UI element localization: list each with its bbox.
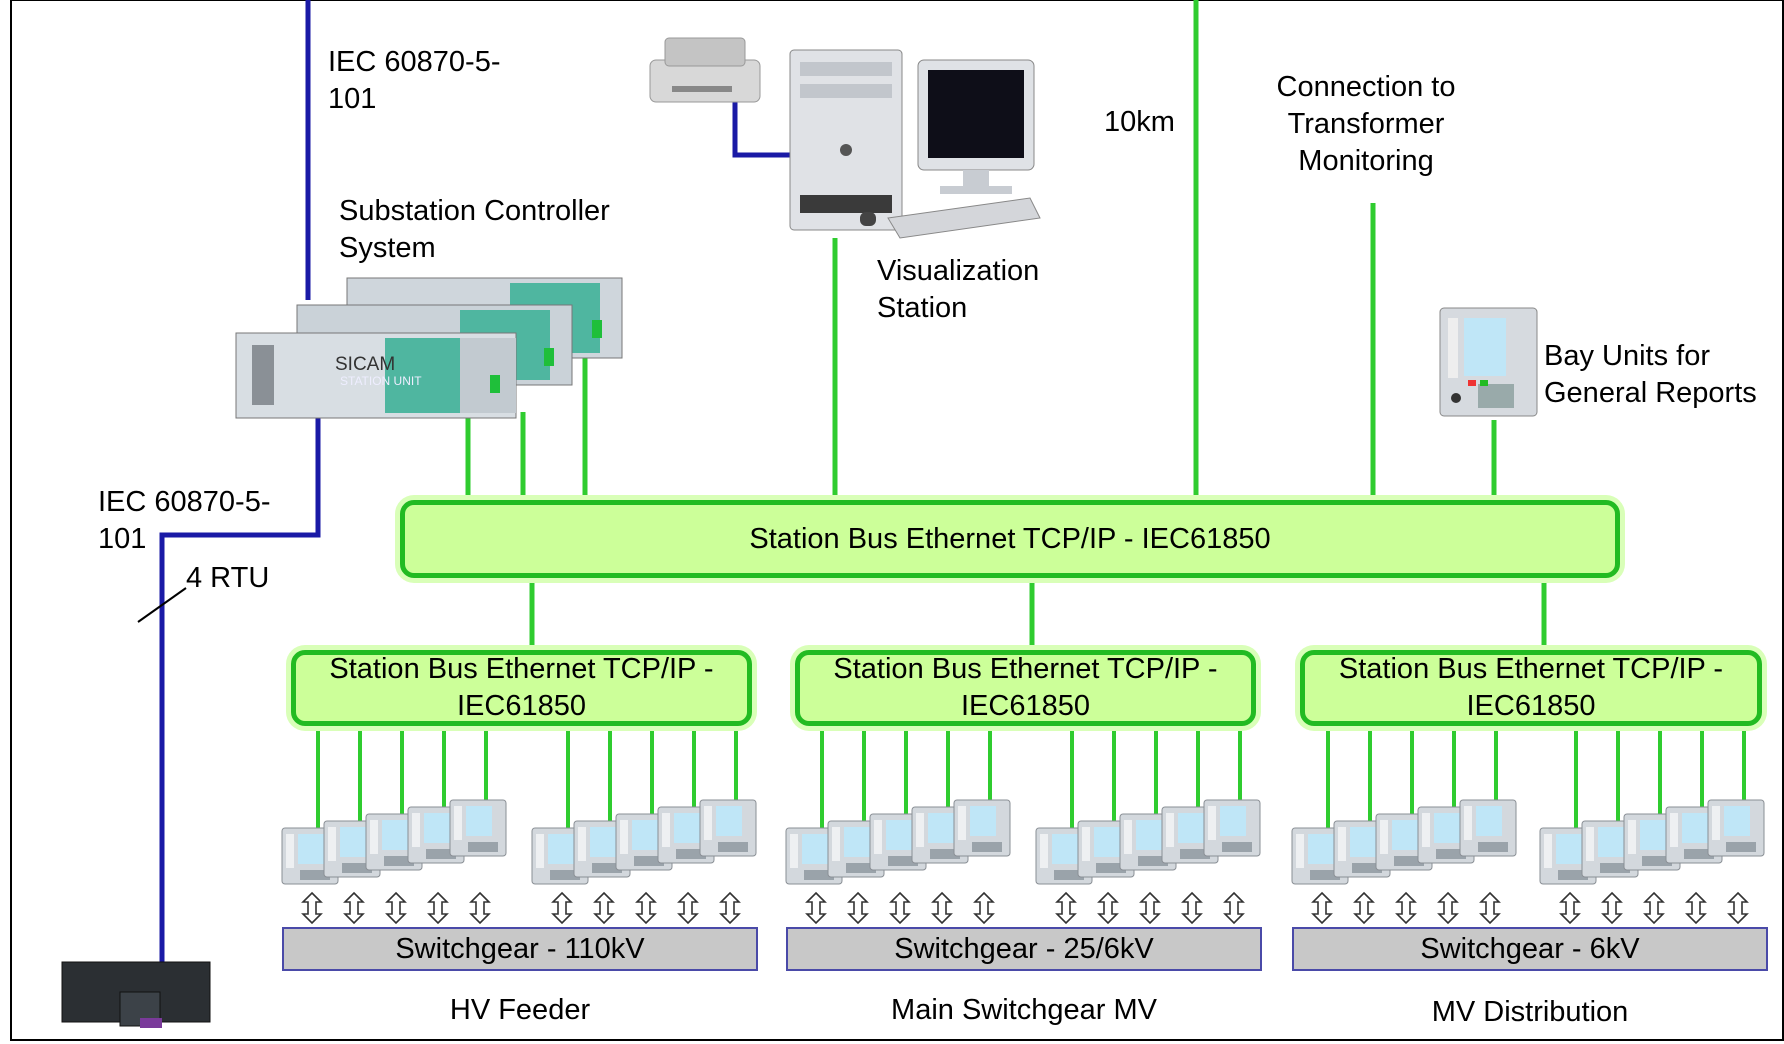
double-arrow-icon — [719, 891, 741, 925]
distance-label: 10km — [1104, 106, 1175, 138]
sicam-subtitle-text: STATION UNIT — [340, 374, 422, 388]
bay-unit-general-reports-icon — [1439, 307, 1538, 417]
bay-controller-ied-icon — [699, 799, 757, 857]
bay-controller-ied-icon — [1203, 799, 1261, 857]
sub-bus-main-mv: Station Bus Ethernet TCP/IP - IEC61850 — [795, 650, 1256, 726]
bay-device-groups — [281, 799, 1765, 885]
rtu-device-icon — [61, 961, 211, 1028]
double-arrow-icon — [1479, 891, 1501, 925]
double-arrow-icon — [1181, 891, 1203, 925]
bay-controller-ied-icon — [1707, 799, 1765, 857]
double-arrow-icon — [1601, 891, 1623, 925]
iec-101-label-left: IEC 60870-5- 101 — [98, 486, 271, 555]
double-arrow-icon — [931, 891, 953, 925]
area-label-main-switchgear-mv: Main Switchgear MV — [891, 994, 1157, 1026]
visualization-station-label: Visualization Station — [877, 255, 1040, 324]
bay-controller-ied-icon — [1459, 799, 1517, 857]
double-arrow-icon — [593, 891, 615, 925]
double-arrow-icon — [301, 891, 323, 925]
bay-units-label: Bay Units for General Reports — [1544, 340, 1757, 409]
area-label-mv-distribution: MV Distribution — [1431, 996, 1629, 1028]
sub-bus-hv: Station Bus Ethernet TCP/IP - IEC61850 — [291, 650, 752, 726]
keyboard-icon — [860, 197, 1041, 239]
double-arrow-icon — [1395, 891, 1417, 925]
double-arrow-icon — [1643, 891, 1665, 925]
double-arrow-icon — [1055, 891, 1077, 925]
switchgear-110kv: Switchgear - 110kV — [282, 927, 758, 971]
diagram-frame — [10, 0, 1784, 1041]
printer-icon — [649, 37, 761, 103]
bay-controller-ied-icon — [953, 799, 1011, 857]
main-station-bus: Station Bus Ethernet TCP/IP - IEC61850 — [400, 500, 1620, 578]
sicam-station-unit-racks: SICAM STATION UNIT — [235, 277, 623, 419]
double-arrow-icon — [677, 891, 699, 925]
sub-bus-label: Station Bus Ethernet TCP/IP - IEC61850 — [833, 653, 1218, 722]
bidirectional-arrows — [301, 891, 1749, 925]
double-arrow-icon — [385, 891, 407, 925]
double-arrow-icon — [1685, 891, 1707, 925]
double-arrow-icon — [343, 891, 365, 925]
transformer-monitoring-label: Connection to Transformer Monitoring — [1276, 71, 1456, 177]
double-arrow-icon — [551, 891, 573, 925]
double-arrow-icon — [635, 891, 657, 925]
rtu-count-marker — [137, 587, 187, 623]
iec-101-line-rtu — [159, 410, 321, 965]
double-arrow-icon — [1353, 891, 1375, 925]
substation-controller-label: Substation Controller System — [339, 195, 610, 264]
double-arrow-icon — [973, 891, 995, 925]
printer-link — [732, 98, 800, 158]
monitor-icon — [917, 59, 1035, 194]
computer-tower-icon — [789, 49, 903, 231]
double-arrow-icon — [805, 891, 827, 925]
double-arrow-icon — [1097, 891, 1119, 925]
double-arrow-icon — [1559, 891, 1581, 925]
sicam-logo-text: SICAM — [335, 354, 395, 375]
iec-101-label-top: IEC 60870-5- 101 — [328, 46, 501, 115]
double-arrow-icon — [1727, 891, 1749, 925]
switchgear-25-6kv: Switchgear - 25/6kV — [786, 927, 1262, 971]
switchgear-6kv: Switchgear - 6kV — [1292, 927, 1768, 971]
sub-bus-label: Station Bus Ethernet TCP/IP - IEC61850 — [1338, 653, 1724, 722]
double-arrow-icon — [1437, 891, 1459, 925]
area-label-hv-feeder: HV Feeder — [449, 994, 591, 1026]
sub-bus-mv-distribution: Station Bus Ethernet TCP/IP - IEC61850 — [1300, 650, 1762, 726]
rtu-count-label: 4 RTU — [186, 562, 270, 594]
double-arrow-icon — [1311, 891, 1333, 925]
double-arrow-icon — [469, 891, 491, 925]
double-arrow-icon — [847, 891, 869, 925]
ied-drop-lines — [316, 726, 1746, 830]
sub-bus-label: Station Bus Ethernet TCP/IP - IEC61850 — [329, 653, 714, 722]
main-station-bus-label: Station Bus Ethernet TCP/IP - IEC61850 — [749, 522, 1271, 555]
double-arrow-icon — [427, 891, 449, 925]
bay-controller-ied-icon — [449, 799, 507, 857]
double-arrow-icon — [1223, 891, 1245, 925]
double-arrow-icon — [889, 891, 911, 925]
double-arrow-icon — [1139, 891, 1161, 925]
station-bus-uplinks — [465, 0, 1547, 650]
